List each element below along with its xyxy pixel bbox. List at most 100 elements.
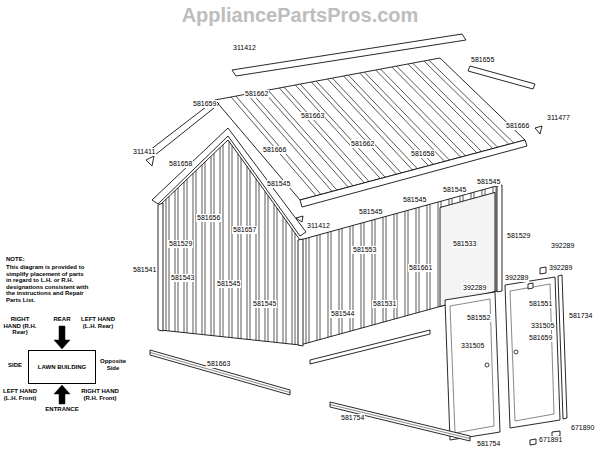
wall-rib [241, 158, 242, 339]
callout-number: 581545 [402, 196, 427, 204]
wall-rib [372, 220, 373, 325]
callout-number: 581734 [568, 312, 593, 320]
callout-number: 581754 [340, 414, 365, 422]
wall-rib [295, 233, 296, 344]
wall-rib [214, 153, 215, 335]
floor-rail [150, 350, 290, 395]
callout-number: 581663 [206, 360, 231, 368]
bracket [535, 126, 542, 134]
wall-rib [193, 173, 194, 333]
callout-number: 392289 [550, 242, 575, 250]
callout-number: 581658 [168, 160, 193, 168]
wall-rib [375, 219, 376, 324]
roof-panel-rib [311, 82, 396, 174]
wall-rib [430, 204, 431, 309]
door-panel [445, 292, 500, 440]
callout-number: 581662 [350, 140, 375, 148]
roof-panel-rib [300, 84, 385, 177]
roof-panel [215, 58, 525, 200]
door-panel [505, 277, 560, 428]
wall-rib [268, 196, 269, 342]
callout-number: 581531 [372, 300, 397, 308]
roof-panel-rib [397, 66, 482, 151]
roof-panel-rib [247, 94, 332, 191]
callout-number: 392289 [462, 284, 487, 292]
roof-panel-rib [279, 88, 364, 183]
corner-trim [497, 185, 502, 292]
callout-number: 581657 [232, 226, 257, 234]
wall-rib [283, 216, 284, 343]
watermark: AppliancePartsPros.com [150, 4, 450, 26]
key-label: REAR [48, 316, 76, 323]
roof-panel-rib [268, 90, 353, 186]
bracket [296, 216, 303, 222]
wall-rib [306, 238, 307, 343]
callout-number: 671891 [538, 436, 563, 444]
wall-rib [292, 229, 293, 344]
hardware [528, 283, 533, 289]
wall-rib [416, 208, 417, 313]
floor-rail [330, 402, 470, 441]
rail-rib [330, 405, 470, 439]
wall-rib [205, 162, 206, 335]
key-label: ENTRANCE [42, 406, 82, 413]
bracket [146, 156, 154, 166]
callout-number: 581661 [408, 264, 433, 272]
callout-number: 311412 [306, 222, 331, 230]
callout-number: 581543 [170, 274, 195, 282]
wall-rib [408, 210, 409, 315]
roof-panel-rib [284, 87, 369, 181]
roof-edge-trim [150, 100, 219, 155]
door-inner [510, 284, 554, 421]
roof-panel-rib [236, 96, 321, 194]
wall-rib [196, 171, 197, 334]
callout-number: 392289 [504, 274, 529, 282]
wall-rib [229, 141, 230, 337]
wall-rib [166, 199, 167, 330]
wall-rib [361, 223, 362, 328]
roof-panel-rib [328, 79, 413, 170]
wall-rib [178, 188, 179, 332]
callout-number: 581552 [466, 314, 491, 322]
key-label: RIGHT HAND (R.H. Front) [80, 388, 120, 401]
note-heading: NOTE: [6, 256, 86, 263]
key-arrow [54, 326, 70, 349]
callout-number: 581545 [216, 280, 241, 288]
roof-panel-rib [252, 93, 337, 190]
wall-rib [265, 191, 266, 341]
wall-rib [259, 183, 260, 341]
note-text: This diagram is provided to simplify pla… [6, 264, 90, 304]
hardware [540, 267, 546, 274]
callout-number: 581545 [442, 186, 467, 194]
wall-rib [220, 148, 221, 337]
wall-rib [238, 154, 239, 338]
callout-number: 331505 [530, 322, 555, 330]
callout-number: 581655 [470, 56, 495, 64]
key-label: LEFT HAND (L.H. Rear) [80, 316, 116, 329]
eave-trim [300, 140, 527, 207]
wall-rib [339, 229, 340, 334]
hardware [530, 439, 536, 445]
callout-number: 581545 [266, 180, 291, 188]
key-label: LEFT HAND (L.H. Front) [2, 388, 38, 401]
key-arrow [54, 385, 70, 404]
wall-rib [317, 235, 318, 340]
wall-rib [223, 145, 224, 337]
wall-rib [364, 222, 365, 327]
wall-rib [309, 238, 310, 343]
callout-number: 581545 [358, 208, 383, 216]
callout-number: 311412 [232, 44, 257, 52]
roof-panel-rib [376, 70, 461, 157]
callout-number: 581658 [410, 150, 435, 158]
roof-panel-rib [392, 67, 477, 153]
callout-number: 581553 [352, 246, 377, 254]
roof-panel-rib [364, 72, 449, 160]
callout-number: 671890 [570, 424, 595, 432]
callout-number: 581529 [168, 240, 193, 248]
key-label: Opposite Side [98, 358, 128, 371]
wall-rib [331, 231, 332, 336]
wall-rib [419, 207, 420, 312]
callout-number: 331505 [460, 342, 485, 350]
corner-trim [298, 239, 303, 346]
wall-rib [286, 221, 287, 344]
